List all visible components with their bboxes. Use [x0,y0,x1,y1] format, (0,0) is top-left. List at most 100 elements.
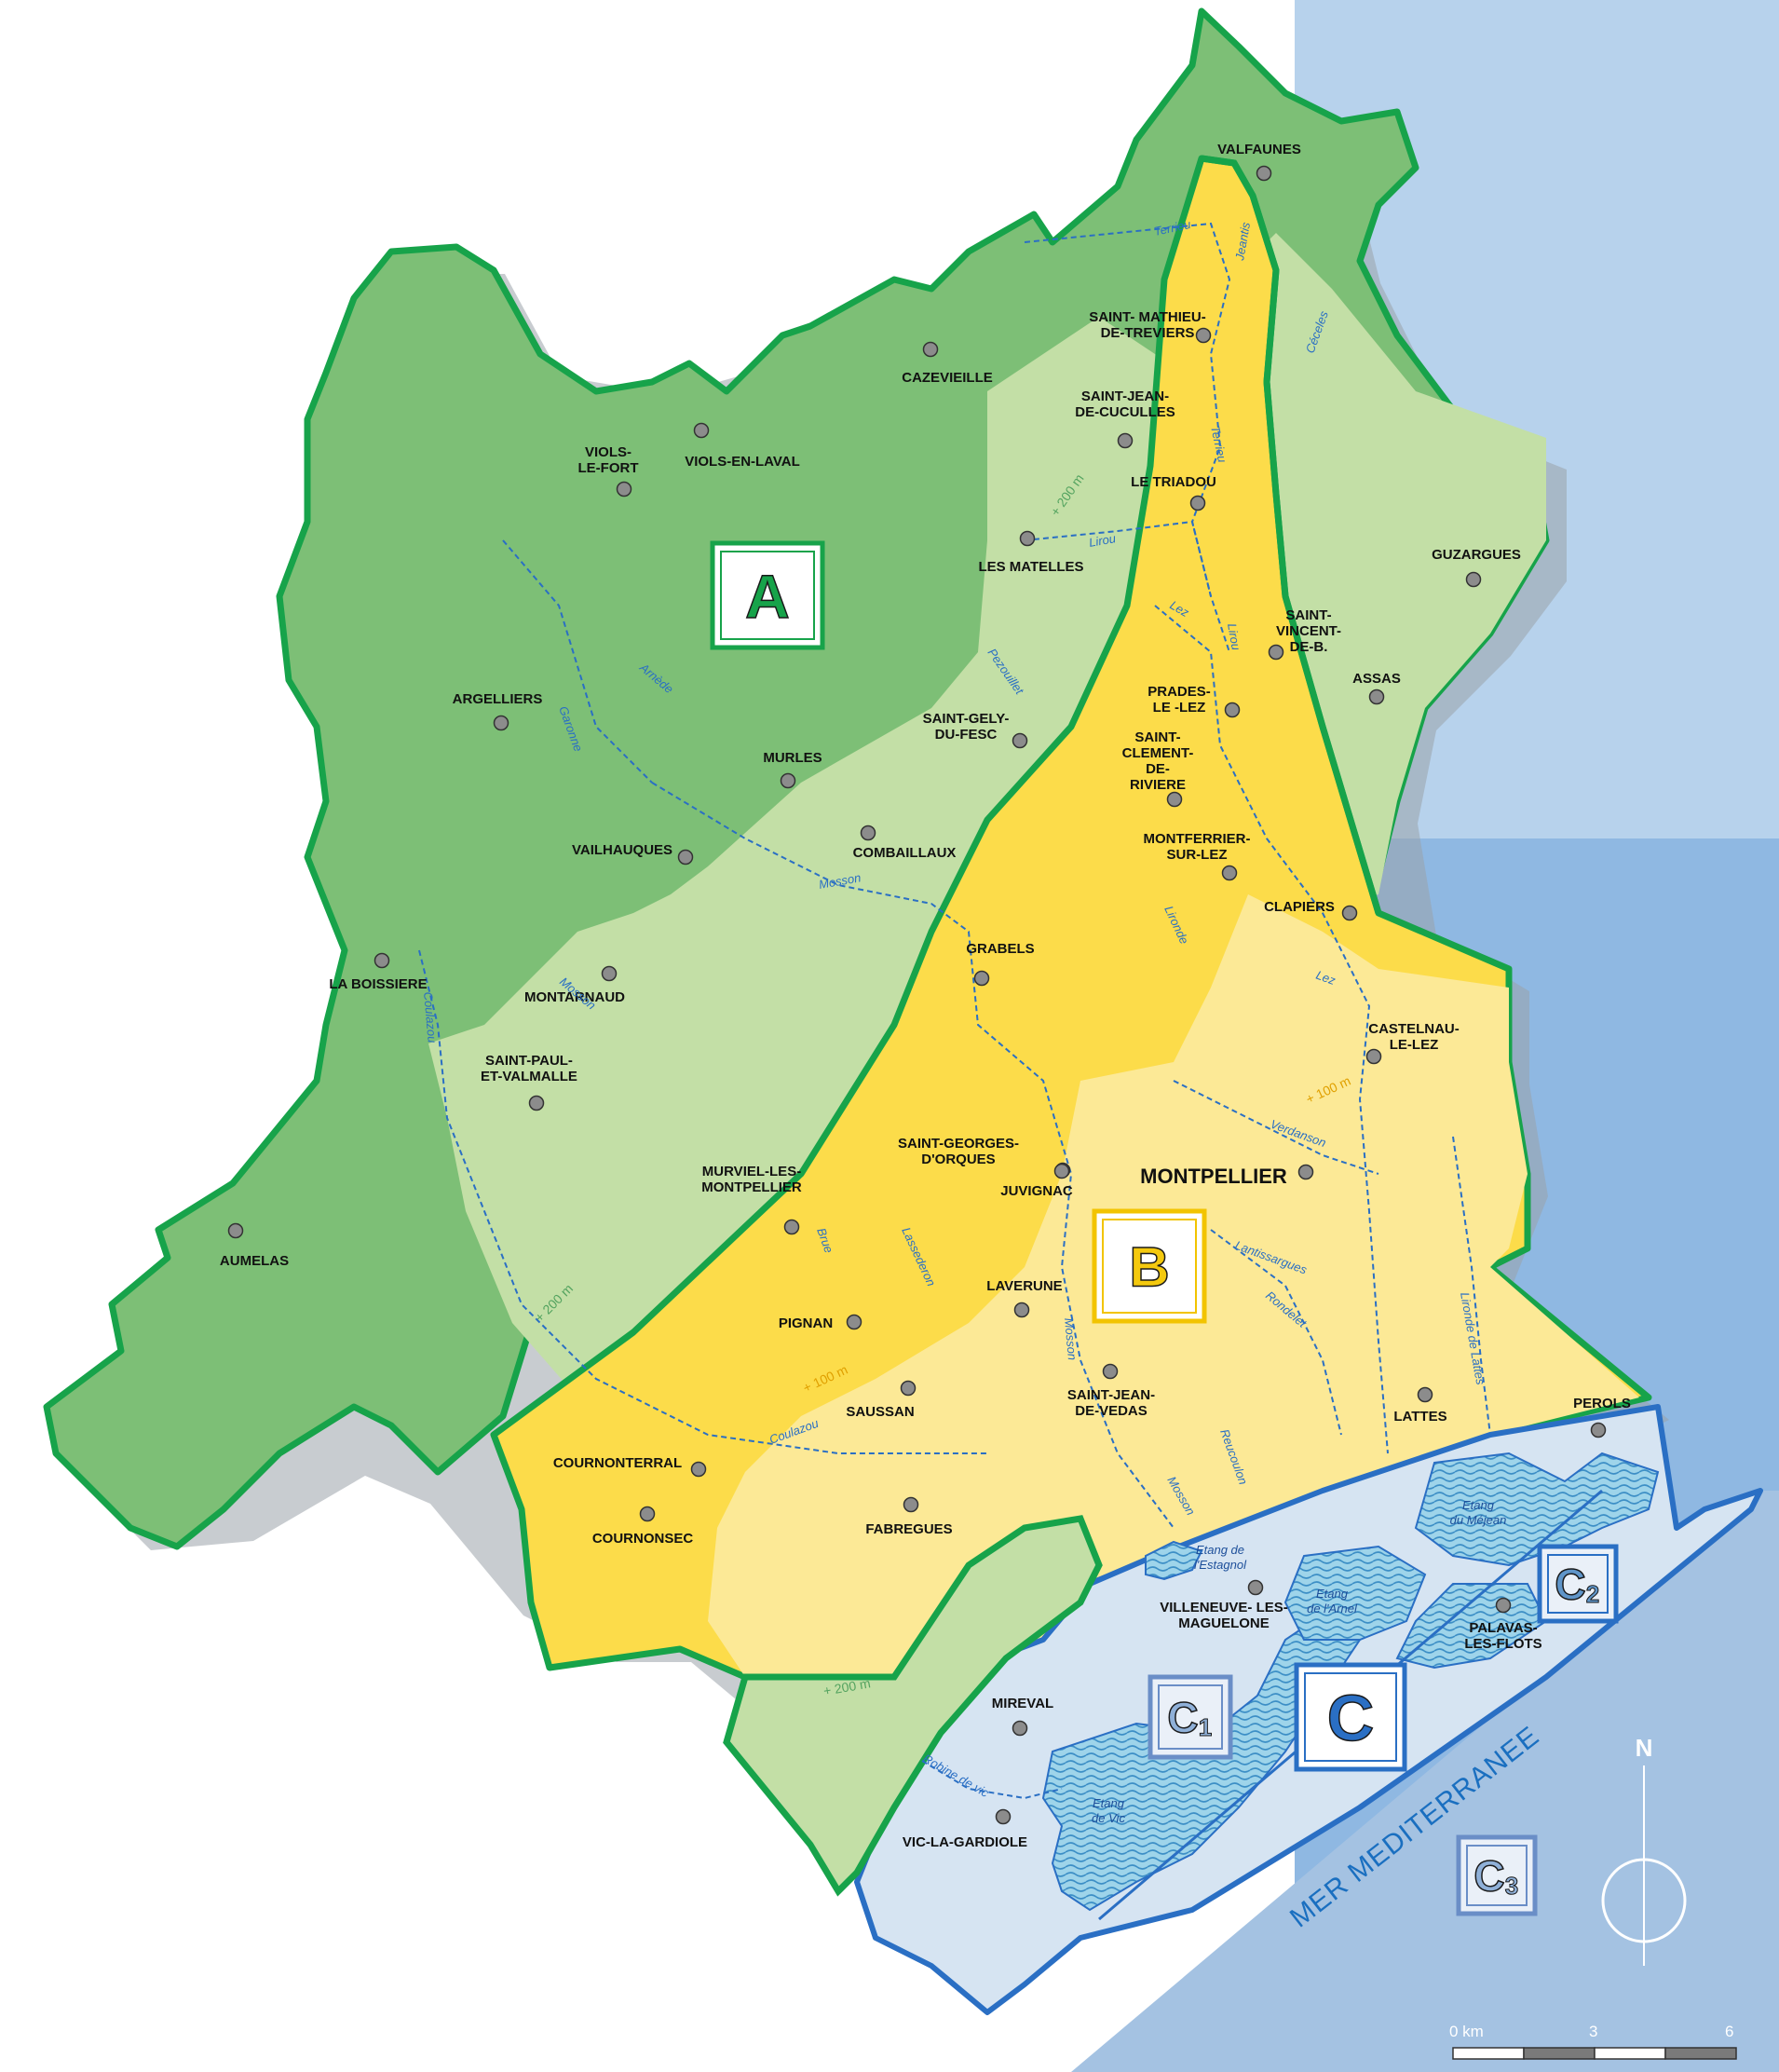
town-aumelas: AUMELAS [220,1222,289,1269]
river-label: Mosson [1062,1317,1080,1361]
river-lez [1154,605,1389,1454]
town-marker [1013,1302,1030,1318]
town-label-line: SAINT-JEAN- [1081,388,1169,404]
town-marker [1341,905,1358,921]
scale-bar-seg-4 [1664,2047,1737,2060]
town-label-line: ASSAS [1352,671,1401,687]
rivers [418,222,1491,1800]
town-marker [780,772,796,789]
town-marker [227,1222,244,1239]
town-label-line: COURNONSEC [592,1531,694,1547]
river-rondelet [1210,1229,1342,1436]
river-verdanson [1173,1080,1379,1175]
town-viols-en-laval: VIOLS-EN-LAVAL [685,422,800,470]
town-label-line: DE-VEDAS [1075,1403,1148,1419]
north-label: N [1636,1734,1653,1762]
town-cazevieille: CAZEVIEILLE [902,341,993,386]
town-fabregues: FABREGUES [865,1496,953,1537]
town-label-line: VILLENEUVE- LES- [1160,1600,1288,1615]
town-label-line: SAINT-GELY- [923,711,1010,727]
zone-marker-inner-frame [1102,1219,1197,1314]
zone-marker-frame [1092,1208,1207,1324]
town-saint-vincent-de-b: SAINT-VINCENT-DE-B. [1268,607,1341,661]
town-label-line: ET-VALMALLE [481,1069,577,1084]
zone-marker-inner-frame [1466,1845,1528,1906]
town-marker [846,1314,862,1330]
town-label-line: PALAVAS- [1469,1620,1537,1636]
town-label-line: LATTES [1393,1409,1446,1424]
lagoon-label: Etang de [1196,1543,1244,1557]
town-label-line: CAZEVIEILLE [902,370,993,386]
town-cournonterral: COURNONTERRAL [553,1455,707,1478]
lagoon-arnel [1283,1545,1427,1641]
town-label-line: VAILHAUQUES [572,842,672,858]
town-montarnaud: MONTARNAUD [524,965,625,1005]
town-vailhauques: VAILHAUQUES [572,842,694,866]
zone-marker-frame [1148,1674,1233,1760]
town-les-matelles: LES MATELLES [978,530,1084,575]
lagoon-label: Etang [1462,1498,1495,1512]
town-marker [1247,1579,1264,1596]
north-arrow-circle [1601,1858,1687,1943]
lagoon-label: du Méjean [1450,1513,1507,1527]
lagoon-mejean [1414,1452,1660,1567]
town-label-line: LE TRIADOU [1131,474,1216,490]
town-murles: MURLES [763,750,822,789]
town-label-line: LES MATELLES [978,559,1083,575]
gardiole-hill [723,1515,1103,1897]
town-label-line: FABREGUES [865,1521,952,1537]
town-marker [903,1496,919,1513]
town-label-line: GRABELS [966,941,1034,957]
town-marker [1102,1363,1119,1380]
town-laverune: LAVERUNE [986,1278,1063,1318]
town-marker [1495,1597,1512,1614]
river-lironde [1452,1136,1491,1436]
zone-b-outline [1201,155,1382,915]
town-marker [1012,1720,1028,1737]
river-label: Lirou [1088,531,1117,550]
zone-marker-inner-frame [1304,1672,1397,1762]
zone-marker-letter: C [1473,1852,1504,1901]
zone-marker-inner-frame [1158,1684,1223,1750]
town-le-triadou: LE TRIADOU [1131,474,1216,511]
zone-marker-subscript: 2 [1586,1580,1599,1608]
town-label-line: DE-B. [1290,639,1328,655]
town-label-line: DE-CUCULLES [1075,404,1175,420]
lagoon-label: Etang [1093,1796,1125,1810]
town-label-line: LES-FLOTS [1464,1636,1541,1652]
town-label-line: VIOLS-EN-LAVAL [685,454,800,470]
town-marker [493,715,509,731]
town-assas: ASSAS [1352,671,1401,705]
town-label-line: VIOLS- [585,444,631,460]
town-marker [1465,571,1482,588]
town-label-line: MONTPELLIER [701,1179,802,1195]
town-saint-mathieu-de-treviers: SAINT- MATHIEU-DE-TREVIERS [1089,309,1212,344]
town-perols: PEROLS [1573,1396,1631,1438]
town-label-line: DE- [1146,761,1170,777]
town-label-line: LAVERUNE [986,1278,1062,1294]
town-argelliers: ARGELLIERS [453,691,542,731]
town-label-line: LE-LEZ [1390,1037,1439,1053]
town-saussan: SAUSSAN [846,1380,917,1420]
town-marker [1297,1164,1314,1180]
town-label-line: LE-FORT [578,460,639,476]
town-label-line: SUR-LEZ [1167,847,1228,863]
town-label-line: MURLES [763,750,822,766]
lagoon-estagnol [1145,1540,1203,1581]
scale-bar: 0 km 3 6 [1449,2023,1737,2060]
town-label-line: RIVIERE [1130,777,1186,793]
town-label-line: VALFAUNES [1217,142,1301,157]
town-la-boissiere: LA BOISSIERE [329,952,428,992]
town-label-line: MURVIEL-LES- [702,1164,801,1179]
town-label-line: SAINT- [1285,607,1331,623]
town-label-line: PIGNAN [779,1315,833,1331]
town-marker [528,1095,545,1111]
zone-marker-frame [710,540,825,650]
scale-label-6: 6 [1725,2023,1733,2040]
town-pignan: PIGNAN [779,1314,862,1331]
zone-marker-b: B [1092,1208,1207,1324]
river-label: Jeantis [1232,221,1253,263]
town-marker [1166,791,1183,808]
town-label-line: PRADES- [1148,684,1211,700]
town-label-line: LE -LEZ [1153,700,1206,716]
